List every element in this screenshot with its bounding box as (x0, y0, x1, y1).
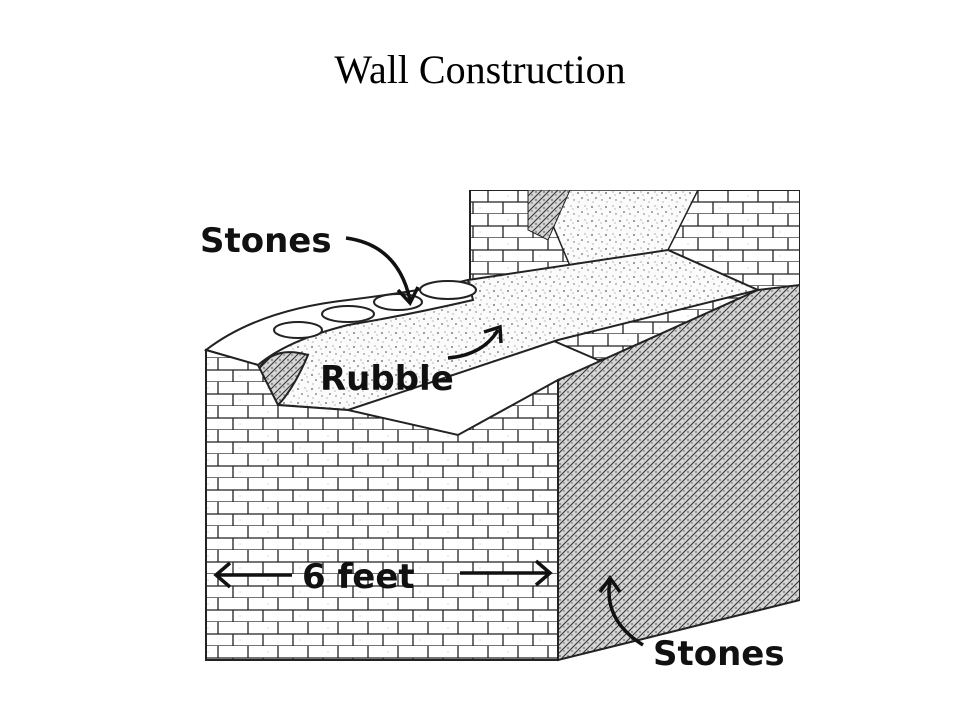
svg-text:Stones: Stones (653, 634, 785, 670)
wall-construction-illustration: Stones Rubble 6 feet Stones (198, 190, 800, 670)
svg-text:Rubble: Rubble (320, 359, 454, 399)
stones-top-callout: Stones (200, 221, 418, 303)
svg-text:6 feet: 6 feet (302, 557, 415, 597)
slide-title: Wall Construction (0, 46, 960, 93)
svg-text:Stones: Stones (200, 221, 332, 261)
